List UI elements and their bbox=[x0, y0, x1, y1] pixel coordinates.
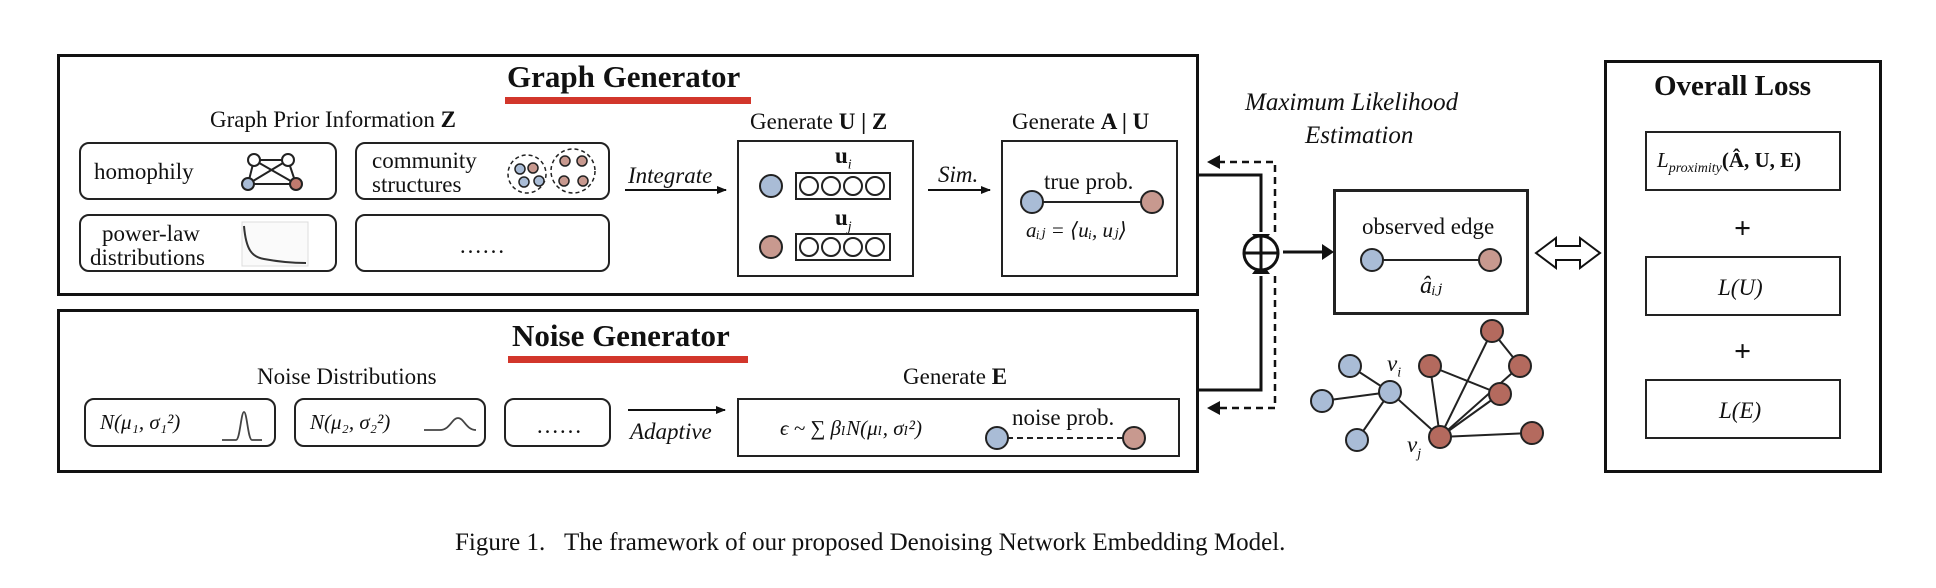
prior-community-box bbox=[355, 142, 610, 200]
loss-proximity: Lproximity(Â, U, E) bbox=[1657, 148, 1802, 177]
sim-label: Sim. bbox=[938, 162, 979, 187]
noise-dist-1-box bbox=[84, 398, 276, 447]
prior-community-line1: community bbox=[372, 148, 477, 173]
noise-generator-underline bbox=[508, 356, 748, 363]
mle-line1: Maximum Likelihood bbox=[1245, 89, 1459, 116]
node-vj-label: vj bbox=[1407, 432, 1422, 462]
graph-prior-label: Graph Prior Information Z bbox=[210, 107, 456, 132]
powerlaw-curve-icon bbox=[241, 221, 309, 267]
noise-generator-title: Noise Generator bbox=[512, 318, 730, 353]
true-prob-edge bbox=[1020, 190, 1164, 214]
observed-edge bbox=[1360, 248, 1502, 272]
prior-powerlaw-line2: distributions bbox=[90, 245, 206, 270]
overall-loss-title: Overall Loss bbox=[1654, 70, 1812, 102]
generate-e-box bbox=[737, 398, 1180, 457]
embedding-ui-label: ui bbox=[835, 143, 852, 173]
loss-e-box bbox=[1645, 379, 1841, 439]
community-clusters-icon bbox=[507, 148, 596, 194]
noise-dist-more-box bbox=[504, 398, 611, 447]
true-prob-label: true prob. bbox=[1044, 169, 1134, 194]
graph-generator-underline bbox=[505, 97, 751, 104]
prior-powerlaw-line1: power-law bbox=[102, 221, 200, 246]
aij-formula: aᵢⱼ = ⟨uᵢ, uⱼ⟩ bbox=[1026, 218, 1127, 242]
embedding-uj-label: uj bbox=[835, 205, 852, 235]
prior-more: …… bbox=[459, 233, 505, 258]
gaussian-wide-icon bbox=[424, 417, 477, 431]
prior-more-box bbox=[355, 214, 610, 272]
adaptive-label: Adaptive bbox=[630, 419, 712, 444]
noise-dist-2: N(μ₂, σ₂²) bbox=[310, 410, 391, 434]
graph-generator-title: Graph Generator bbox=[507, 59, 741, 94]
noise-dist-2-box bbox=[294, 398, 486, 447]
observed-edge-label: observed edge bbox=[1362, 214, 1495, 239]
noise-prob-edge bbox=[985, 426, 1146, 450]
embedding-ui-icon bbox=[759, 172, 891, 200]
noise-dist-more: …… bbox=[536, 413, 582, 438]
embedding-uj-icon bbox=[759, 233, 891, 261]
noise-distributions-label: Noise Distributions bbox=[257, 364, 437, 389]
generate-e-label: Generate E bbox=[903, 364, 1008, 389]
mle-line2: Estimation bbox=[1305, 122, 1414, 149]
loss-proximity-box bbox=[1645, 131, 1841, 191]
prior-community-line2: structures bbox=[372, 172, 462, 197]
combine-arrows bbox=[1199, 173, 1325, 392]
noise-prob-label: noise prob. bbox=[1012, 405, 1115, 430]
loss-plus-1: + bbox=[1734, 212, 1752, 245]
feedback-arrows bbox=[1218, 160, 1277, 410]
loss-u: L(U) bbox=[1718, 275, 1763, 300]
node-vi-label: vi bbox=[1387, 351, 1402, 381]
example-graph bbox=[1310, 319, 1544, 452]
noise-dist-1: N(μ₁, σ₁²) bbox=[100, 410, 181, 434]
generate-u-label: Generate U | Z bbox=[750, 109, 888, 134]
generate-a-label: Generate A | U bbox=[1012, 109, 1150, 134]
figure-caption: Figure 1. The framework of our proposed … bbox=[455, 529, 1286, 556]
loss-u-box bbox=[1645, 256, 1841, 316]
loss-e: L(E) bbox=[1719, 398, 1762, 423]
loss-plus-2: + bbox=[1734, 335, 1752, 368]
gaussian-narrow-icon bbox=[222, 411, 262, 441]
prior-homophily: homophily bbox=[94, 159, 194, 184]
homophily-graph-icon bbox=[241, 153, 303, 191]
noise-formula: ϵ ~ ∑ βₗN(μₗ, σₗ²) bbox=[780, 416, 922, 440]
plus-combine-icon bbox=[1242, 234, 1280, 272]
double-arrow-icon bbox=[1534, 236, 1602, 270]
observed-a-hat: âᵢⱼ bbox=[1420, 273, 1443, 299]
integrate-label: Integrate bbox=[628, 163, 713, 188]
